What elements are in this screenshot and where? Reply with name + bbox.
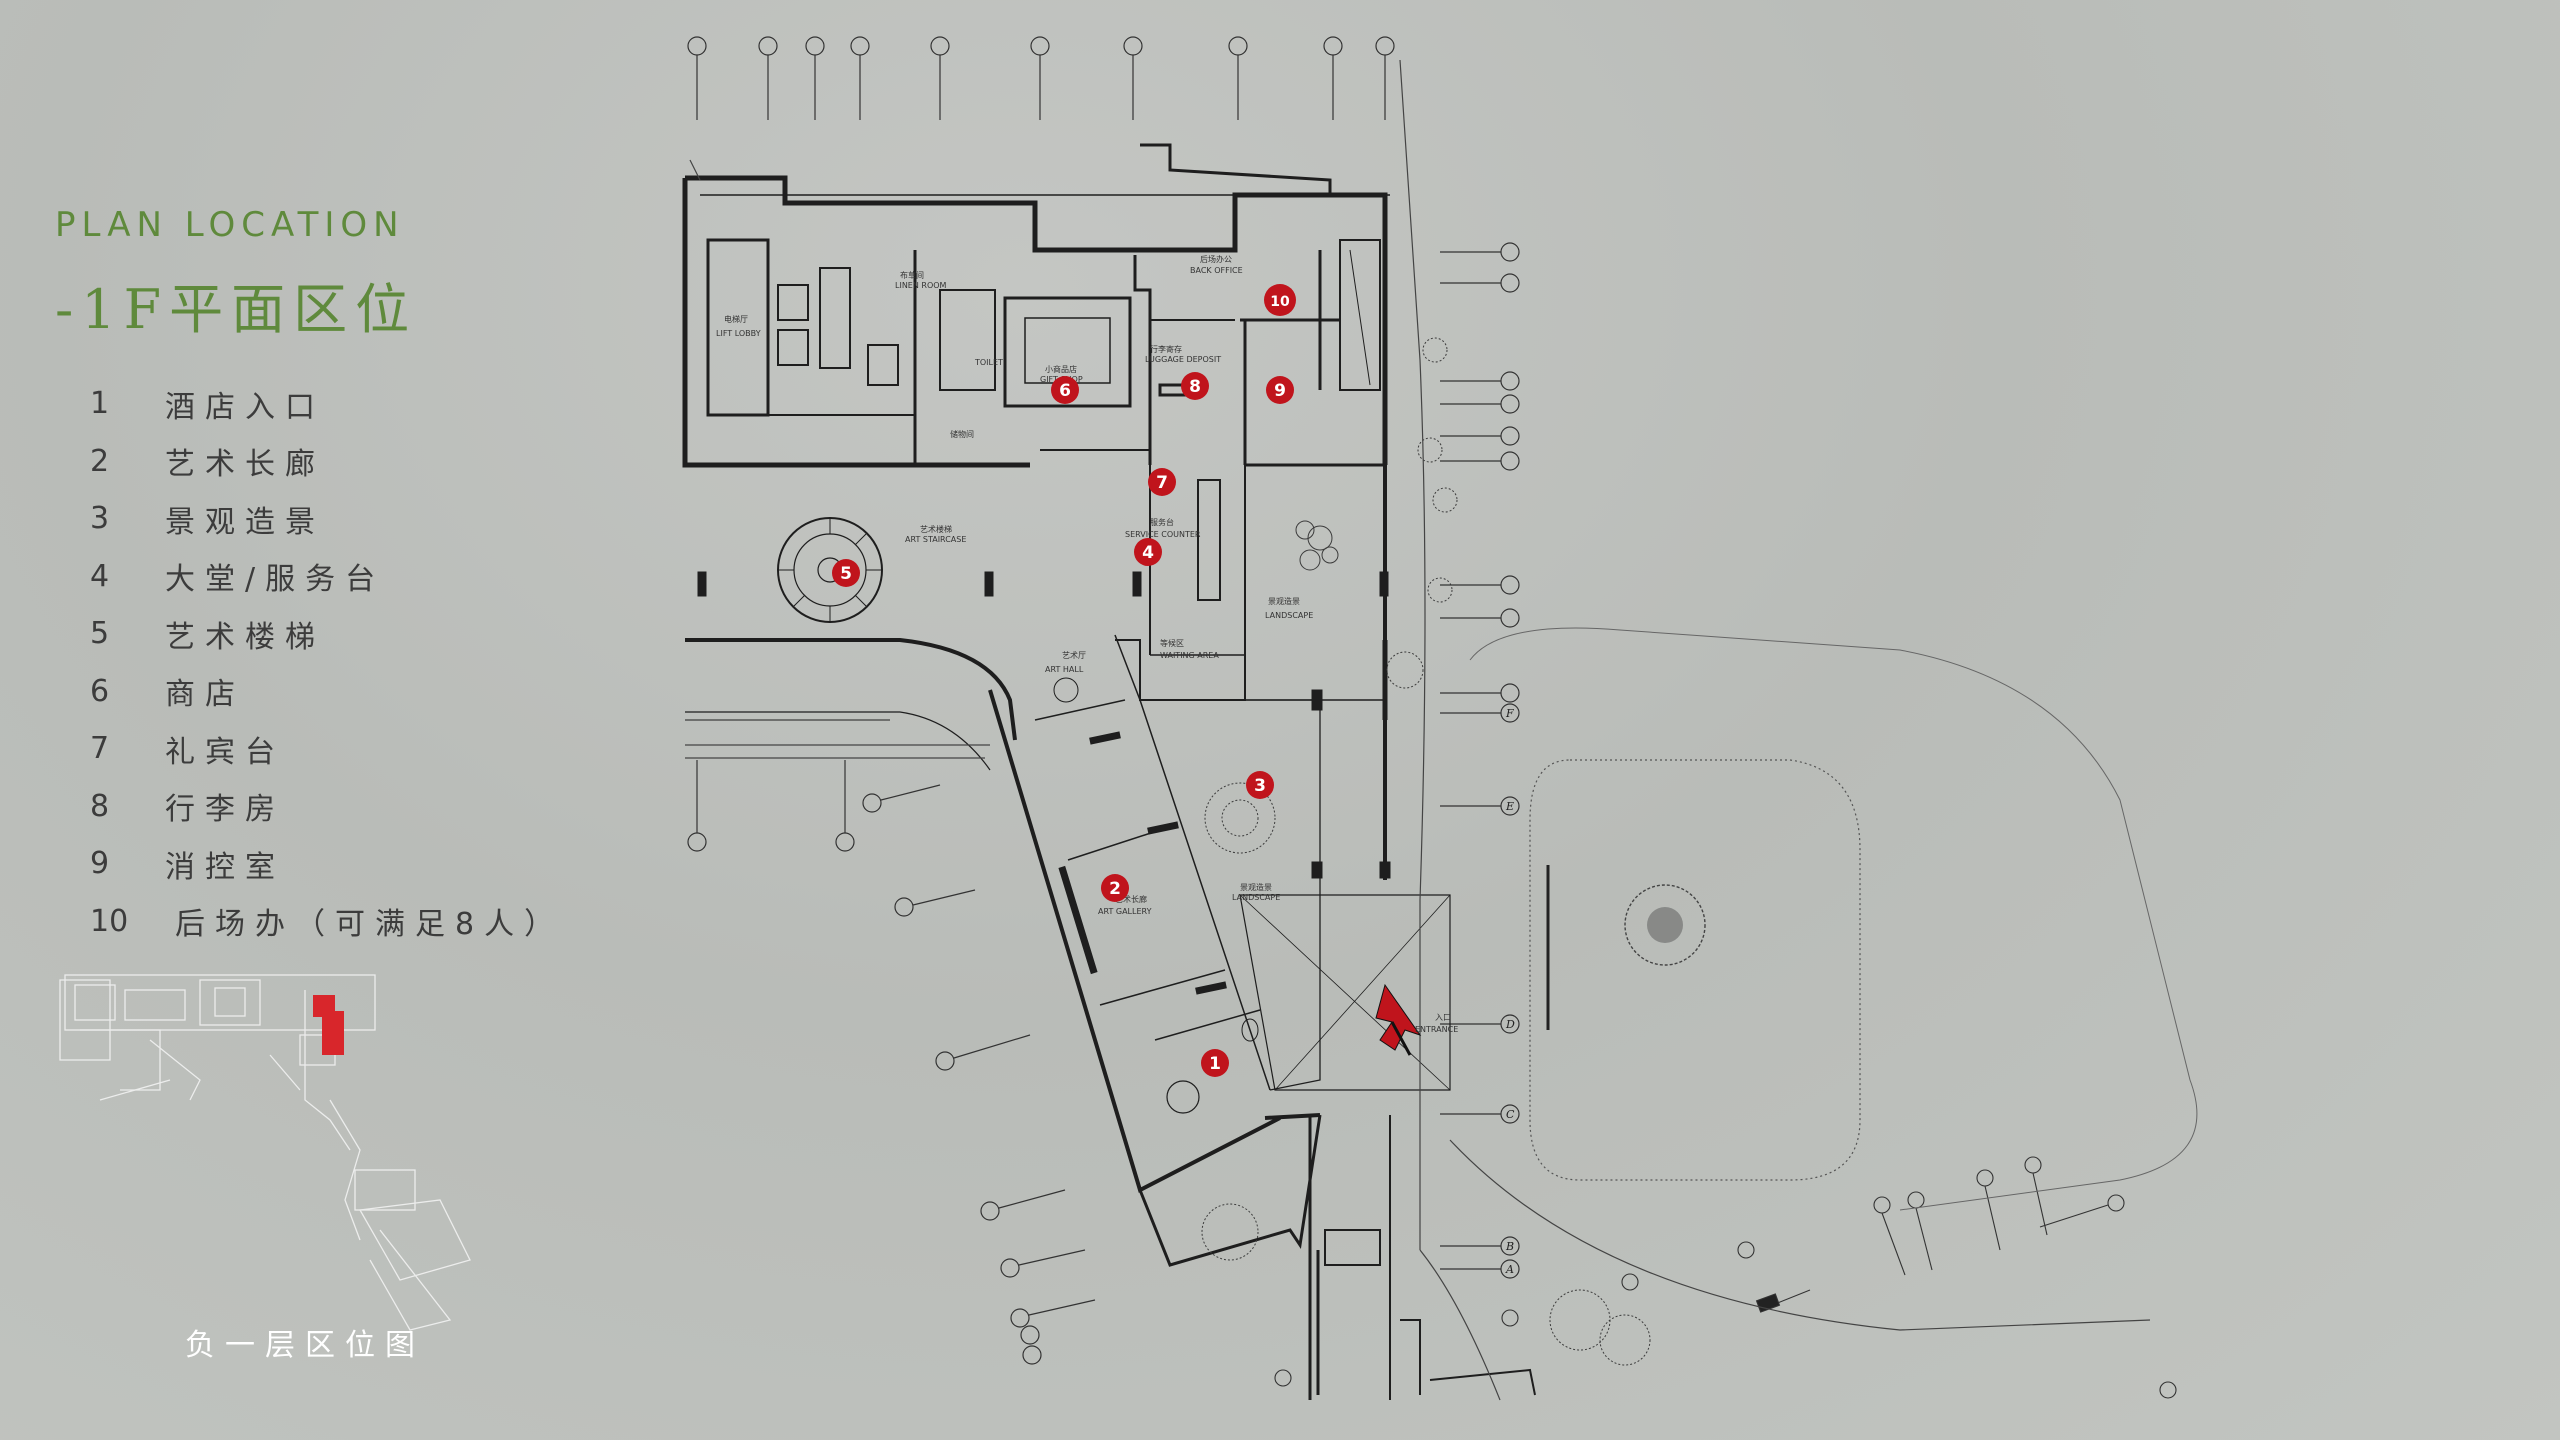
entrance-arrow bbox=[1375, 983, 1422, 1051]
legend-label: 消控室 bbox=[165, 849, 285, 885]
legend-item: 3 景观造景 bbox=[90, 490, 650, 548]
legend-item: 6 商店 bbox=[90, 663, 650, 721]
plan-location-subtitle: PLAN LOCATION bbox=[55, 205, 405, 245]
legend-number: 1 bbox=[90, 386, 110, 422]
svg-text:7: 7 bbox=[1156, 473, 1168, 493]
grid-bubbles-top bbox=[687, 36, 1395, 120]
label-luggage-cn: 行李寄存 bbox=[1150, 344, 1182, 354]
label-entrance: ENTRANCE bbox=[1415, 1025, 1458, 1034]
label-landscape-2: LANDSCAPE bbox=[1232, 893, 1280, 902]
legend-item: 5 艺术楼梯 bbox=[90, 605, 650, 663]
label-waiting-area: WAITING AREA bbox=[1160, 651, 1219, 660]
label-storage-cn: 储物间 bbox=[950, 429, 974, 439]
markers: 1 2 3 4 5 6 7 8 9 10 bbox=[832, 284, 1296, 1077]
grid-label: F bbox=[1505, 707, 1514, 720]
legend-item: 10 后场办（可满足8人） bbox=[90, 893, 650, 951]
marker-9: 9 bbox=[1266, 376, 1294, 404]
marker-8: 8 bbox=[1181, 372, 1209, 400]
marker-3: 3 bbox=[1246, 771, 1274, 799]
label-shop-cn: 小商品店 bbox=[1045, 364, 1077, 374]
grid-label: E bbox=[1505, 800, 1514, 813]
marker-6: 6 bbox=[1051, 376, 1079, 404]
label-waiting-area-cn: 等候区 bbox=[1160, 638, 1184, 648]
legend-number: 3 bbox=[90, 501, 110, 537]
legend-number: 7 bbox=[90, 731, 110, 767]
marker-2: 2 bbox=[1101, 874, 1129, 902]
grid-label: A bbox=[1505, 1263, 1514, 1276]
label-art-staircase-cn: 艺术楼梯 bbox=[920, 524, 952, 534]
label-service-counter: SERVICE COUNTER bbox=[1125, 530, 1201, 539]
marker-10: 10 bbox=[1264, 284, 1296, 316]
svg-text:10: 10 bbox=[1270, 294, 1290, 310]
legend-label: 后场办（可满足8人） bbox=[175, 907, 565, 943]
legend-number: 2 bbox=[90, 443, 110, 479]
legend-label: 行李房 bbox=[165, 792, 285, 828]
legend-label: 商店 bbox=[165, 677, 245, 713]
legend-item: 2 艺术长廊 bbox=[90, 433, 650, 491]
label-linen-cn: 布草间 bbox=[900, 270, 924, 280]
page-title: -1F平面区位 bbox=[55, 278, 418, 341]
legend-item: 1 酒店入口 bbox=[90, 375, 650, 433]
label-landscape-cn: 景观造景 bbox=[1268, 596, 1300, 606]
svg-text:9: 9 bbox=[1274, 381, 1286, 401]
svg-text:8: 8 bbox=[1189, 377, 1201, 397]
tree bbox=[1624, 884, 1706, 966]
legend-number: 6 bbox=[90, 673, 110, 709]
lawn-area bbox=[1529, 759, 1861, 1181]
label-linen: LINEN ROOM bbox=[895, 281, 947, 290]
marker-1: 1 bbox=[1201, 1049, 1229, 1077]
legend-item: 7 礼宾台 bbox=[90, 720, 650, 778]
svg-text:3: 3 bbox=[1254, 776, 1266, 796]
label-back-office-cn: 后场办公 bbox=[1200, 254, 1232, 264]
legend-label: 景观造景 bbox=[165, 504, 325, 540]
legend-number: 5 bbox=[90, 616, 110, 652]
grid-label: B bbox=[1505, 1240, 1514, 1253]
label-art-hall: ART HALL bbox=[1045, 665, 1084, 674]
grid-bubbles-right bbox=[1440, 242, 1520, 1279]
legend-item: 8 行李房 bbox=[90, 778, 650, 836]
legend-number: 10 bbox=[90, 903, 129, 939]
label-toilet: TOILET bbox=[974, 358, 1003, 367]
svg-text:1: 1 bbox=[1209, 1054, 1221, 1074]
label-lift-lobby: LIFT LOBBY bbox=[716, 329, 761, 338]
key-map-caption: 负一层区位图 bbox=[185, 1328, 425, 1363]
grid-label: C bbox=[1506, 1108, 1515, 1121]
svg-text:4: 4 bbox=[1142, 543, 1154, 563]
legend-item: 9 消控室 bbox=[90, 835, 650, 893]
label-landscape-2-cn: 景观造景 bbox=[1240, 882, 1272, 892]
label-service-counter-cn: 服务台 bbox=[1150, 517, 1174, 527]
label-entrance-cn: 入口 bbox=[1435, 1013, 1451, 1022]
grid-bubbles-left bbox=[687, 760, 1096, 1365]
marker-5: 5 bbox=[832, 559, 860, 587]
legend: 1 酒店入口 2 艺术长廊 3 景观造景 4 大堂/服务台 5 艺术楼梯 6 商店 7 礼宾台… bbox=[90, 375, 650, 950]
label-art-gallery: ART GALLERY bbox=[1098, 907, 1152, 916]
label-landscape: LANDSCAPE bbox=[1265, 611, 1313, 620]
svg-text:5: 5 bbox=[840, 564, 852, 584]
legend-label: 艺术长廊 bbox=[165, 447, 325, 483]
label-art-hall-cn: 艺术厅 bbox=[1062, 650, 1086, 660]
legend-label: 大堂/服务台 bbox=[165, 562, 386, 598]
legend-item: 4 大堂/服务台 bbox=[90, 548, 650, 606]
marker-4: 4 bbox=[1134, 538, 1162, 566]
label-art-staircase: ART STAIRCASE bbox=[905, 535, 966, 544]
legend-label: 艺术楼梯 bbox=[165, 619, 325, 655]
svg-text:6: 6 bbox=[1059, 381, 1071, 401]
marker-7: 7 bbox=[1148, 468, 1176, 496]
legend-number: 4 bbox=[90, 558, 110, 594]
legend-label: 礼宾台 bbox=[165, 734, 285, 770]
building-walls bbox=[682, 143, 1536, 1400]
legend-label: 酒店入口 bbox=[165, 389, 325, 425]
grid-label: D bbox=[1505, 1018, 1515, 1031]
label-art-gallery-cn: 艺术长廊 bbox=[1115, 894, 1147, 904]
label-lift-lobby-cn: 电梯厅 bbox=[724, 314, 748, 324]
label-back-office: BACK OFFICE bbox=[1190, 266, 1243, 275]
svg-text:2: 2 bbox=[1109, 879, 1121, 899]
label-luggage: LUGGAGE DEPOSIT bbox=[1145, 355, 1221, 364]
legend-number: 9 bbox=[90, 846, 110, 882]
legend-number: 8 bbox=[90, 788, 110, 824]
